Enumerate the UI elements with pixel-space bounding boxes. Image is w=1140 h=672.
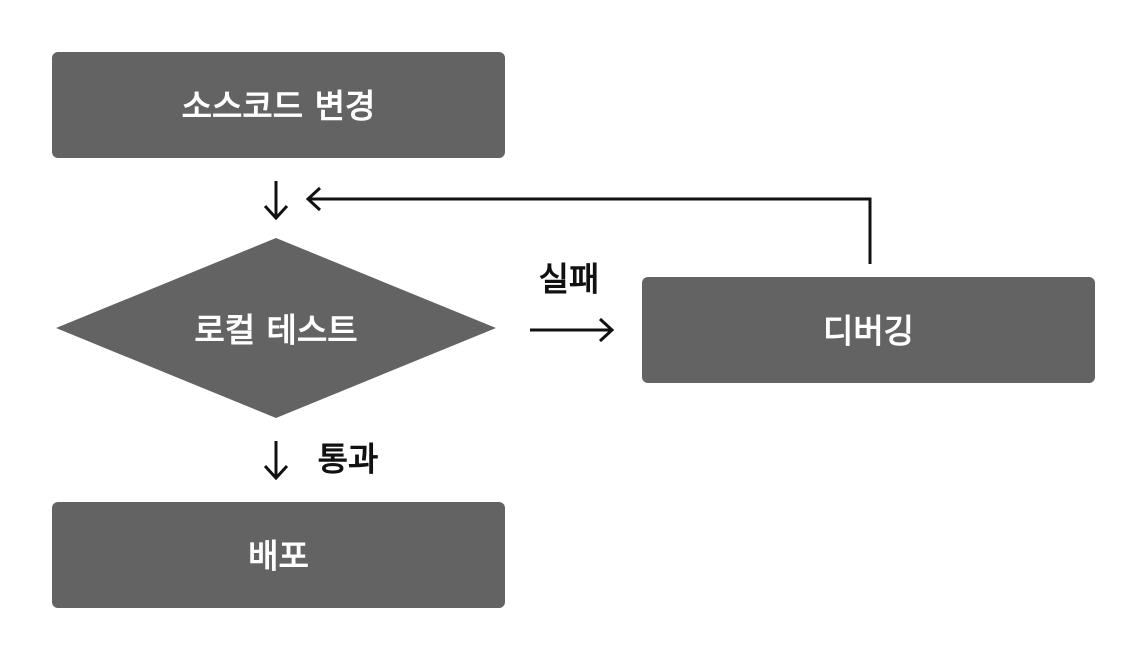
edge-fail-label: 실패: [539, 260, 600, 299]
edge-pass: 통과: [263, 440, 379, 481]
node-local-test-diamond: [56, 238, 496, 418]
node-local-test-label: 로컬 테스트: [194, 311, 357, 350]
edge-retry: [305, 186, 872, 264]
node-change-source-label: 소스코드 변경: [182, 87, 376, 126]
edge-fail: 실패: [530, 260, 615, 343]
edge-start: [263, 181, 289, 221]
node-debugging: 디버깅: [642, 277, 1095, 383]
node-change-source-box: [52, 52, 505, 158]
edge-retry-line: [309, 197, 872, 264]
edge-fail-arrowhead: [598, 317, 615, 343]
node-deploy: 배포: [52, 502, 505, 608]
node-deploy-label: 배포: [248, 537, 309, 576]
node-debugging-label: 디버깅: [823, 312, 914, 351]
node-deploy-box: [52, 502, 505, 608]
node-change-source: 소스코드 변경: [52, 52, 505, 158]
edge-start-arrowhead: [263, 204, 289, 221]
edge-retry-arrowhead: [305, 186, 322, 212]
edge-pass-arrowhead: [263, 464, 289, 481]
edge-pass-label: 통과: [318, 440, 379, 479]
node-local-test: 로컬 테스트: [56, 238, 496, 418]
node-debugging-box: [642, 277, 1095, 383]
